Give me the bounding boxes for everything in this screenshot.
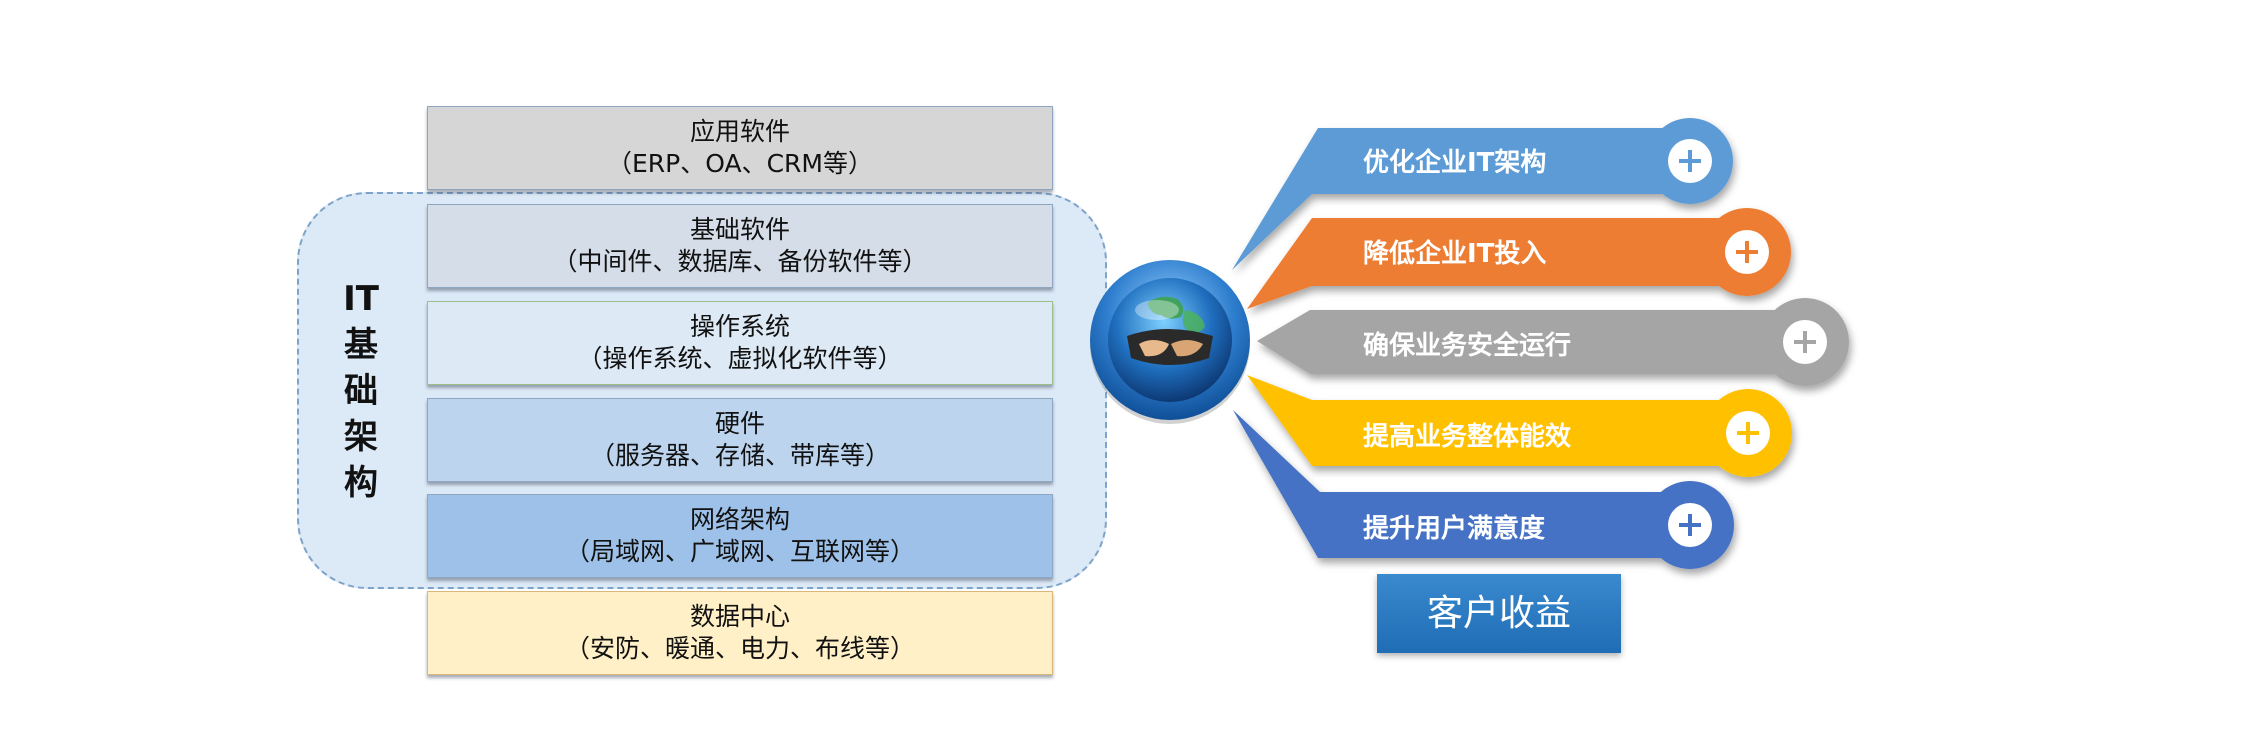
benefit-banner-2	[1247, 208, 1791, 309]
layer-subtitle: （服务器、存储、带库等）	[589, 441, 890, 470]
it-infrastructure-title: IT基础架构	[343, 279, 379, 503]
layer-title: 数据中心	[689, 602, 790, 631]
layer-title: 操作系统	[689, 312, 790, 341]
handshake-globe-icon	[1087, 258, 1253, 424]
benefit-label-2: 降低企业IT投入	[1363, 239, 1547, 269]
layer-subtitle: （中间件、数据库、备份软件等）	[552, 247, 928, 276]
layer-subtitle: （操作系统、虚拟化软件等）	[577, 344, 903, 373]
layer-data-center: 数据中心 （安防、暖通、电力、布线等）	[427, 591, 1053, 675]
benefit-label-4: 提高业务整体能效	[1363, 422, 1572, 452]
benefit-banner-3	[1257, 298, 1849, 386]
benefit-banner-4	[1247, 375, 1792, 477]
layer-title: 基础软件	[689, 215, 790, 244]
benefit-banner-1	[1232, 118, 1733, 270]
layer-title: 应用软件	[689, 117, 790, 146]
benefit-banner-5	[1233, 410, 1734, 569]
layer-network: 网络架构 （局域网、广域网、互联网等）	[427, 494, 1053, 578]
benefit-label-5: 提升用户满意度	[1363, 514, 1546, 544]
benefit-label-3: 确保业务安全运行	[1363, 331, 1572, 361]
layer-application-software: 应用软件 （ERP、OA、CRM等）	[427, 106, 1053, 190]
customer-benefit-box: 客户收益	[1377, 574, 1621, 653]
benefit-label-1: 优化企业IT架构	[1363, 148, 1547, 178]
layer-subtitle: （ERP、OA、CRM等）	[607, 149, 873, 178]
layer-subtitle: （安防、暖通、电力、布线等）	[564, 634, 915, 663]
layer-title: 硬件	[714, 409, 765, 438]
layer-title: 网络架构	[689, 505, 790, 534]
layer-operating-system: 操作系统 （操作系统、虚拟化软件等）	[427, 301, 1053, 385]
layer-hardware: 硬件 （服务器、存储、带库等）	[427, 398, 1053, 482]
layer-base-software: 基础软件 （中间件、数据库、备份软件等）	[427, 204, 1053, 288]
layer-subtitle: （局域网、广域网、互联网等）	[564, 537, 915, 566]
